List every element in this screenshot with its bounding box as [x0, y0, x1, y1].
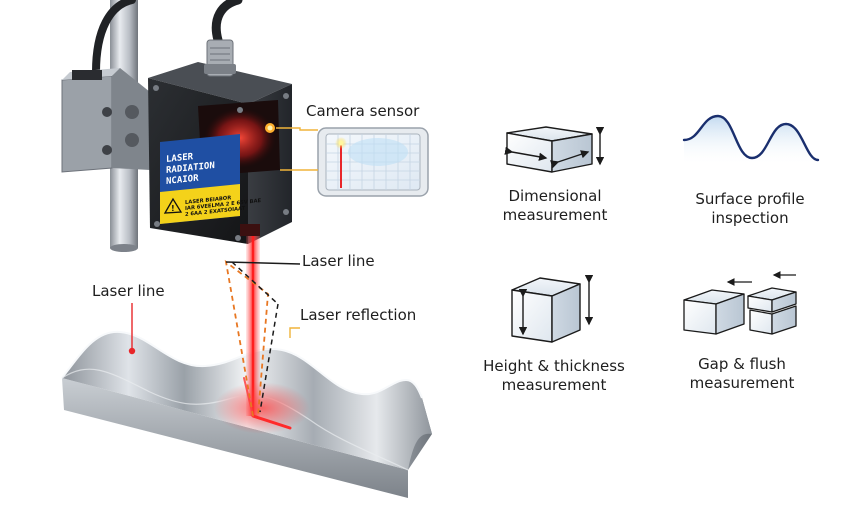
gap-flush-measurement-caption: Gap & flush measurement — [689, 355, 795, 392]
laser-sensor-head: ! — [148, 39, 292, 244]
stepped-blocks-with-arrows-icon — [683, 271, 797, 335]
laser-line-surface-label: Laser line — [92, 282, 165, 300]
box-with-dimension-arrows-icon — [504, 126, 605, 173]
laser-line-beam-label: Laser line — [302, 252, 375, 270]
camera-sensor-display — [317, 127, 429, 197]
laser-beam — [214, 236, 310, 434]
sine-wave-icon — [682, 114, 820, 166]
laser-reflection-paths — [224, 259, 301, 417]
laser-warning-title: LASER RADIATION NCAIOR — [166, 152, 215, 187]
camera-sensor-leaders — [276, 127, 318, 171]
laser-reflection-label: Laser reflection — [300, 306, 417, 324]
surface-laser-marker — [128, 303, 136, 355]
dimensional-measurement-caption: Dimensional measurement — [502, 187, 608, 224]
svg-text:!: ! — [171, 204, 175, 213]
surface-profile-inspection-caption: Surface profile inspection — [695, 190, 805, 227]
height-thickness-measurement-caption: Height & thickness measurement — [483, 357, 625, 394]
sensor-cable — [92, 0, 243, 76]
mounting-bracket — [61, 68, 150, 173]
camera-sensor-label: Camera sensor — [306, 102, 420, 120]
cube-with-vertical-arrows-icon — [511, 275, 594, 343]
